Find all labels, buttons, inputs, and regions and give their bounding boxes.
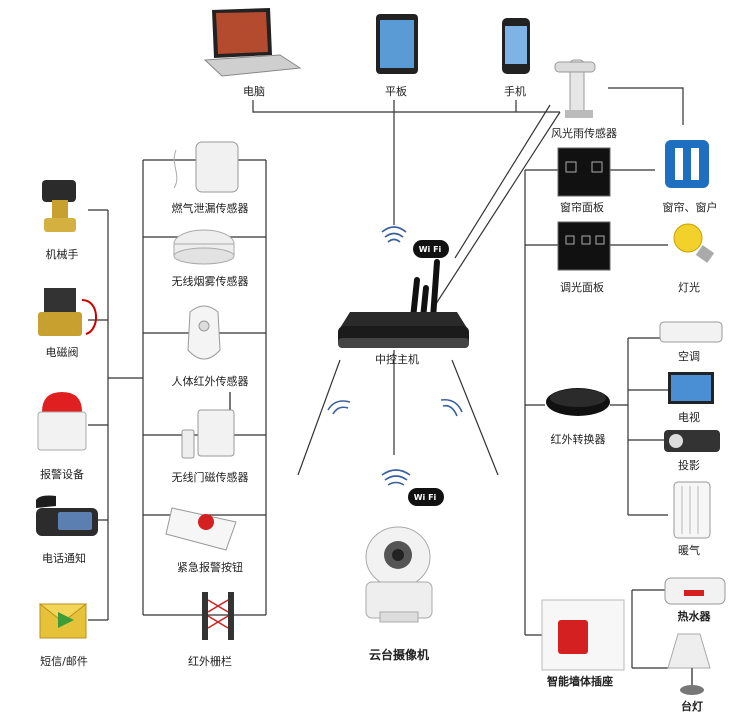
television-icon	[668, 372, 714, 404]
weather-sensor-label: 风光雨传感器	[551, 127, 617, 140]
weather-sensor-icon	[554, 59, 596, 118]
manipulator-valve-icon	[42, 180, 76, 232]
wifi-signal-arcs	[327, 226, 463, 486]
ir-target-label: 投影	[678, 459, 700, 472]
ir-target-label: 空调	[678, 350, 700, 363]
left-output-label: 报警设备	[40, 468, 84, 481]
tablet-icon	[376, 14, 418, 74]
gas-leak-sensor-icon	[173, 141, 239, 193]
smoke-sensor-icon	[173, 229, 235, 265]
sensor-label: 无线门磁传感器	[171, 471, 249, 484]
ir-converter-icon	[546, 388, 610, 416]
phone-label: 手机	[504, 85, 526, 98]
hub-label: 中控主机	[375, 353, 419, 366]
camera-wifi-badge	[408, 488, 444, 506]
solenoid-valve-icon	[38, 288, 97, 336]
sensor-label: 燃气泄漏传感器	[171, 202, 249, 215]
infrared-fence-icon	[202, 592, 234, 640]
light-target-label: 灯光	[678, 281, 700, 294]
smart-socket-label: 智能墙体插座	[547, 675, 613, 688]
light-bulb-icon	[673, 223, 715, 263]
sensor-label: 红外栅栏	[188, 655, 232, 668]
alarm-siren-icon	[37, 392, 87, 451]
sensor-label: 紧急报警按钮	[177, 561, 243, 574]
ir-target-label: 暖气	[678, 544, 700, 557]
camera-label: 云台摄像机	[368, 648, 430, 662]
hub-wifi-badge	[413, 240, 449, 258]
laptop-icon	[203, 8, 302, 77]
emergency-button-icon	[165, 507, 237, 551]
email-envelope-icon	[38, 603, 88, 639]
air-conditioner-icon	[659, 321, 723, 343]
sensor-label: 人体红外传感器	[171, 375, 249, 388]
computer-label: 电脑	[243, 85, 265, 98]
phone-icon	[502, 18, 530, 74]
ir-target-label: 电视	[678, 411, 700, 424]
left-output-label: 机械手	[45, 248, 79, 261]
socket-target-label: 台灯	[681, 700, 703, 713]
curtain-panel-label: 窗帘面板	[560, 201, 604, 214]
smart-socket-icon	[541, 599, 625, 671]
curtain-panel-icon	[557, 147, 611, 197]
left-output-label: 电磁阀	[45, 346, 79, 359]
projector-icon	[664, 430, 720, 452]
desk-lamp-icon	[667, 633, 711, 695]
curtain-window-icon	[665, 140, 709, 188]
ir-converter-label: 红外转换器	[550, 433, 606, 446]
door-magnetic-sensor-icon	[181, 392, 235, 459]
tablet-label: 平板	[385, 85, 407, 98]
socket-target-label: 热水器	[677, 610, 711, 623]
dimmer-panel-label: 调光面板	[560, 281, 604, 294]
camera-wifi-text: Wi Fi	[413, 493, 437, 502]
left-output-label: 短信/邮件	[40, 655, 88, 668]
hub-wifi-text: Wi Fi	[418, 245, 442, 254]
pir-motion-sensor-icon	[187, 305, 221, 360]
heater-radiator-icon	[673, 481, 711, 539]
dimmer-panel-icon	[557, 221, 611, 271]
telephone-icon	[36, 495, 98, 536]
sensor-label: 无线烟雾传感器	[171, 275, 249, 288]
left-output-label: 电话通知	[42, 552, 86, 565]
hub-router-icon	[338, 259, 469, 348]
ptz-camera-icon	[365, 526, 433, 623]
curtain-target-label: 窗帘、窗户	[662, 201, 718, 214]
water-heater-icon	[664, 577, 726, 605]
